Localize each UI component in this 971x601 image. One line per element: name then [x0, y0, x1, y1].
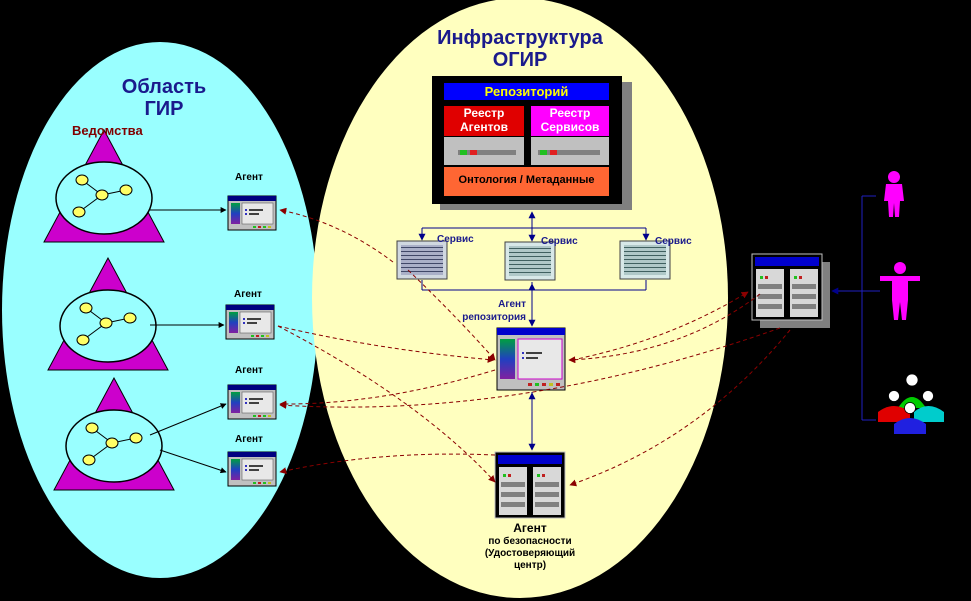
- services-registry-line1: Реестр: [549, 106, 591, 120]
- agents-registry-line1: Реестр: [463, 106, 505, 120]
- interaction-arrows: [277, 207, 791, 487]
- repo-agent-line2: репозитория: [462, 312, 526, 323]
- agent-2-icon[interactable]: [225, 304, 275, 340]
- user-icon-2: [880, 262, 920, 320]
- agent-2-label: Агент: [234, 289, 262, 300]
- agents-registry-line2: Агентов: [459, 120, 508, 134]
- agents-registry-label: Реестр Агентов: [444, 106, 524, 134]
- repo-agent-icon[interactable]: [496, 327, 566, 391]
- agent-3-label: Агент: [235, 365, 263, 376]
- ogir-title-line2: ОГИР: [492, 49, 548, 71]
- repository-title: Репозиторий: [484, 84, 569, 99]
- service-3-label: Сервис: [655, 236, 692, 247]
- security-agent-line3: (Удостоверяющий: [484, 548, 576, 559]
- user-group-icon: [878, 373, 944, 434]
- ogir-region-title: Инфраструктура ОГИР: [425, 27, 615, 71]
- gir-title-line2: ГИР: [144, 98, 184, 120]
- repository-box[interactable]: [432, 76, 632, 210]
- users-bracket: [831, 195, 880, 421]
- user-icon-1: [884, 171, 904, 217]
- service-1-icon[interactable]: [396, 240, 448, 280]
- agent-3-icon[interactable]: [227, 384, 277, 420]
- gir-title-line1: Область: [121, 76, 207, 98]
- ogir-title-line1: Инфраструктура: [437, 27, 603, 49]
- service-2-label: Сервис: [541, 236, 578, 247]
- link-dept3-agent4: [159, 449, 227, 474]
- services-registry-label: Реестр Сервисов: [531, 106, 609, 134]
- gir-region-title: Область ГИР: [104, 76, 224, 120]
- security-agent-label: Агент по безопасности (Удостоверяющий це…: [460, 521, 600, 572]
- agent-1-label: Агент: [235, 172, 263, 183]
- security-agent-line2: по безопасности: [488, 536, 572, 547]
- agent-4-label: Агент: [235, 434, 263, 445]
- security-agent-line4: центр): [513, 560, 547, 571]
- departments-label: Ведомства: [72, 123, 143, 138]
- link-dept3-agent3: [149, 403, 227, 436]
- service-2-icon[interactable]: [504, 241, 556, 281]
- service-bus: [418, 211, 650, 451]
- service-1-label: Сервис: [437, 234, 474, 245]
- ontology-label: Онтология / Метаданные: [458, 174, 595, 186]
- security-agent-line1: Агент: [513, 521, 547, 535]
- repo-agent-line1: Агент: [498, 299, 526, 310]
- agent-4-icon[interactable]: [227, 451, 277, 487]
- security-agent-server-icon[interactable]: [494, 451, 566, 519]
- services-registry-line2: Сервисов: [540, 120, 600, 134]
- agent-1-icon[interactable]: [227, 195, 277, 231]
- portal-server-icon[interactable]: [751, 253, 830, 328]
- repo-agent-label: Агент репозитория: [446, 298, 526, 324]
